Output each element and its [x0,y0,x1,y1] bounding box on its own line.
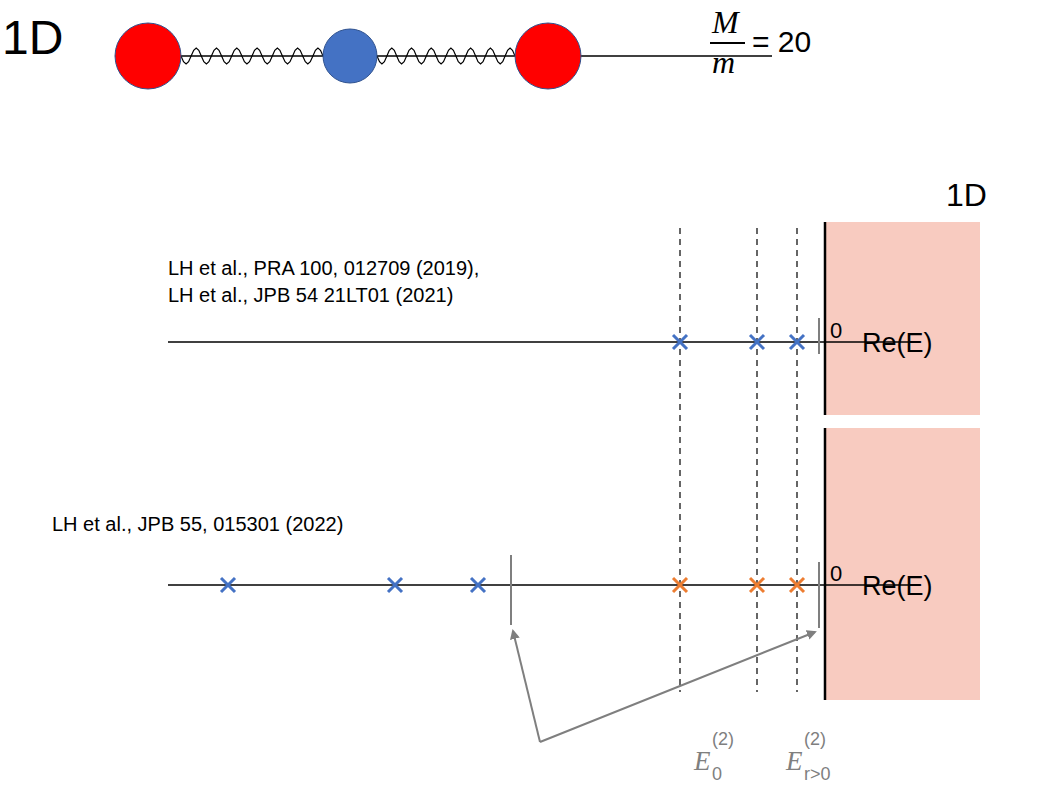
pole-cross [388,578,402,592]
continuum-region [825,222,980,415]
axis-label: Re(E) [862,330,933,357]
spring [377,48,515,64]
subscript: r>0 [804,765,831,783]
panel-title: 1D [946,179,987,211]
energy-symbol: E [786,748,803,775]
axis-label: Re(E) [862,573,933,600]
pole-cross [750,578,764,592]
superscript: (2) [804,730,826,748]
reference: LH et al., JPB 55, 015301 (2022) [52,514,343,534]
zero-label: 0 [830,320,842,342]
superscript: (2) [712,730,734,748]
energy-symbol: E [694,748,711,775]
heavy-particle [115,23,181,89]
continuum-region [825,428,980,700]
pole-cross [750,335,764,349]
threshold-tick [818,562,820,628]
pole-cross [790,335,804,349]
threshold-line [824,222,827,415]
pole-cross [750,578,764,592]
pole-cross [790,578,804,592]
pointer-arrow [513,631,540,742]
mass-ratio: = 20 [752,27,811,57]
zero-label: 0 [830,563,842,585]
pole-cross [673,335,687,349]
pole-cross [388,578,402,592]
pole-cross [221,578,235,592]
threshold-tick [818,318,820,354]
pointer-arrow [540,632,815,742]
fraction-bar [710,42,745,44]
spring [181,48,323,64]
subscript: 0 [712,765,722,783]
energy-axis [168,341,918,343]
threshold-tick [510,555,512,625]
pole-cross [673,578,687,592]
pole-cross [673,335,687,349]
pole-cross [471,578,485,592]
fraction-denominator: m [712,46,735,78]
pole-cross [221,578,235,592]
energy-axis [168,584,918,586]
panel-title: 1D [2,14,63,62]
base-line [115,55,772,57]
pole-cross [673,578,687,592]
pole-cross [790,578,804,592]
reference: LH et al., JPB 54 21LT01 (2021) [168,285,453,305]
threshold-line [824,428,827,700]
light-particle [323,29,377,83]
dashed-guides [680,228,797,692]
reference: LH et al., PRA 100, 012709 (2019), [168,258,479,278]
fraction-numerator: M [712,6,739,38]
pole-cross [471,578,485,592]
pole-cross [790,335,804,349]
crosses [221,335,804,592]
pole-cross [750,335,764,349]
heavy-particle [515,23,581,89]
